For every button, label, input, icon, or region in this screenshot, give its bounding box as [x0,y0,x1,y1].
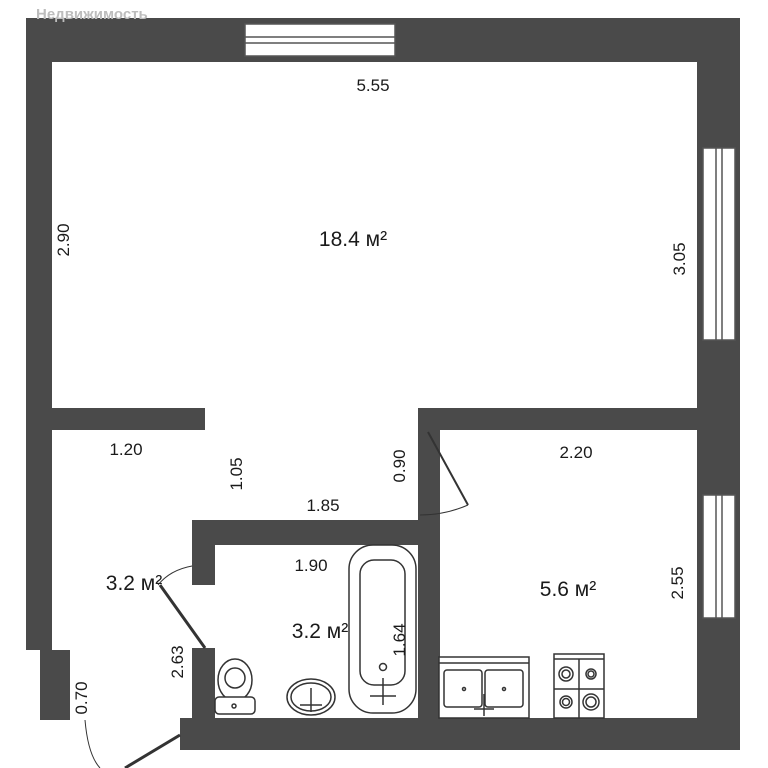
dim-bath-top: 1.90 [294,556,328,575]
doors [84,431,469,768]
window-right-living [702,147,736,341]
wall-bottom [180,718,740,750]
double-sink-icon [438,656,530,719]
area-kitchen: 5.6 м² [539,578,597,601]
fixtures [214,544,605,719]
bathtub-icon [348,544,417,714]
washbasin-icon [286,678,336,716]
wall-partition-left [52,408,205,430]
wall-left-lower [40,650,70,720]
window-top [244,23,396,57]
wall-bath-left-upper [192,520,215,585]
dim-living-right: 3.05 [670,242,689,276]
dim-living-left: 2.90 [54,223,73,257]
wall-bath-top [192,520,440,545]
toilet-icon [214,658,256,715]
dim-hall-side: 2.63 [168,645,187,679]
dim-living-top: 5.55 [356,76,390,95]
window-right-kitchen [702,494,736,619]
dim-door-kitchen: 0.90 [390,449,409,483]
dim-kitchen-top: 2.20 [559,443,593,462]
walls [26,18,740,750]
area-bathroom: 3.2 м² [291,620,349,643]
door-kitchen-leaf [427,431,469,506]
dim-entry: 0.70 [72,681,91,715]
door-entry-leaf [124,733,181,768]
door-bath-arc [157,565,193,586]
windows [244,23,736,619]
wall-right [697,18,740,750]
wall-partition-right [418,408,697,430]
dim-bath-tub: 1.64 [390,623,409,657]
wall-bath-left-lower [192,648,215,718]
dim-kitchen-right: 2.55 [668,566,687,600]
dim-hall-passage: 1.05 [227,457,246,491]
door-bath-leaf [158,584,207,649]
door-entry-arc [84,719,101,768]
wall-bath-right [418,430,440,718]
wall-left [26,18,52,650]
door-kitchen-arc [419,504,469,516]
area-living-room: 18.4 м² [318,228,388,251]
area-hallway: 3.2 м² [105,572,163,595]
dim-corridor: 1.85 [306,496,340,515]
watermark-logo: Недвижимость [36,6,148,23]
stove-icon [553,653,605,719]
dim-hall-width: 1.20 [109,440,143,459]
